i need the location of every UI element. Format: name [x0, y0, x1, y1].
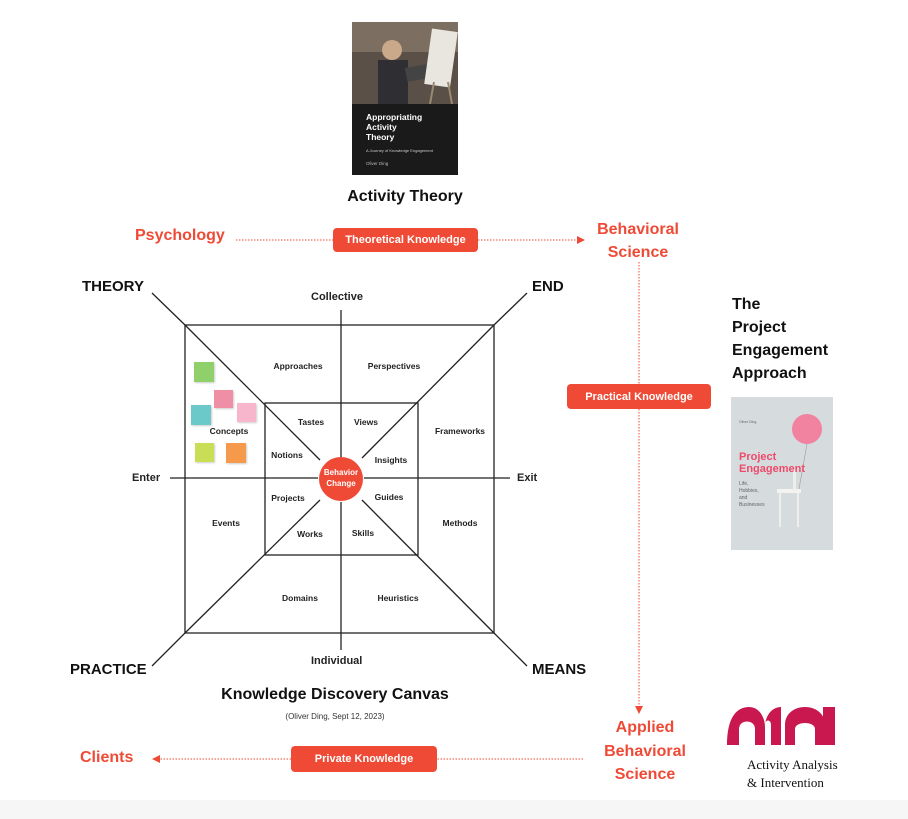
end-corner-label: END — [532, 278, 564, 295]
label-line: Behavioral — [604, 742, 686, 760]
events-cell: Events — [212, 518, 240, 528]
book-title-line: Activity — [366, 122, 397, 132]
book-title-line: Theory — [366, 132, 395, 142]
collective-axis-label: Collective — [311, 291, 363, 303]
practice-diagonal — [151, 632, 186, 667]
canvas-credit: (Oliver Ding, Sept 12, 2023) — [285, 712, 385, 721]
project-engagement-approach-title: The Project Engagement Approach — [732, 293, 828, 385]
diagonal-tl — [184, 324, 321, 461]
sticky-note — [195, 443, 214, 462]
concepts-cell: Concepts — [209, 426, 249, 436]
private-knowledge-pill: Private Knowledge — [291, 746, 437, 772]
label-line: Science — [607, 244, 669, 261]
behavioral-science-label: Behavioral Science — [583, 218, 693, 264]
sticky-note — [237, 403, 256, 422]
exit-axis-label: Exit — [517, 472, 538, 484]
label-line: Applied — [615, 719, 675, 736]
tastes-cell: Tastes — [297, 417, 325, 427]
sticky-note — [214, 390, 233, 408]
practice-corner-label: PRACTICE — [70, 661, 147, 678]
theory-corner-label: THEORY — [82, 278, 144, 295]
title-line: Engagement — [732, 342, 829, 359]
label-line: Behavioral — [597, 221, 679, 238]
behavior-change-label: Behavior Change — [318, 467, 364, 489]
psychology-label: Psychology — [135, 227, 225, 244]
approaches-cell: Approaches — [273, 361, 323, 371]
frameworks-cell: Frameworks — [434, 426, 486, 436]
heuristics-cell: Heuristics — [377, 593, 419, 603]
means-diagonal — [493, 632, 528, 667]
book-title-line: Project — [739, 451, 777, 463]
center-line: Behavior — [323, 468, 359, 477]
diagonal-bl — [184, 499, 321, 634]
works-cell: Works — [297, 529, 323, 539]
notions-cell: Notions — [271, 450, 303, 460]
insights-cell: Insights — [374, 455, 408, 465]
projects-cell: Projects — [271, 493, 305, 503]
book-subtitle: A Journey of Knowledge Engagement — [366, 148, 433, 153]
methods-cell: Methods — [442, 518, 478, 528]
aai-logo-text: Activity Analysis & Intervention — [747, 756, 838, 792]
outer-square — [184, 324, 495, 634]
skills-cell: Skills — [351, 528, 375, 538]
diagonal-br — [361, 499, 495, 634]
diagonal-tr — [361, 324, 495, 459]
book-title-line: Engagement — [739, 463, 806, 475]
sticky-note — [194, 362, 214, 382]
book-subtitle-line: Life, — [739, 481, 749, 487]
bottom-band — [0, 800, 908, 819]
practical-knowledge-pill: Practical Knowledge — [567, 384, 711, 409]
means-corner-label: MEANS — [532, 661, 587, 678]
book-title: Appropriating Activity Theory — [366, 112, 422, 142]
sticky-note — [191, 405, 211, 425]
book-subtitle: Life, Hobbies, and Businesses — [739, 481, 765, 509]
center-line: Change — [326, 479, 356, 488]
domains-cell: Domains — [282, 593, 318, 603]
theoretical-knowledge-pill: Theoretical Knowledge — [333, 228, 478, 252]
book-author: Oliver Ding — [739, 420, 757, 424]
enter-axis-label: Enter — [132, 472, 161, 484]
activity-theory-caption: Activity Theory — [347, 188, 463, 205]
label-line: Science — [614, 766, 676, 783]
individual-axis-label: Individual — [311, 655, 363, 667]
aai-logo-mark — [727, 707, 835, 745]
book-subtitle-line: Businesses — [739, 502, 765, 508]
end-diagonal — [493, 292, 528, 326]
canvas-title: Knowledge Discovery Canvas — [221, 686, 449, 703]
book-photo — [352, 22, 458, 104]
theory-diagonal — [151, 292, 186, 326]
sticky-note — [226, 443, 246, 463]
book-subtitle-line: and — [739, 495, 748, 501]
title-line: Project — [732, 319, 787, 336]
logo-line: Activity Analysis — [747, 757, 838, 772]
applied-behavioral-science-label: Applied Behavioral Science — [590, 716, 700, 787]
title-line: Approach — [732, 365, 807, 382]
perspectives-cell: Perspectives — [367, 361, 421, 371]
activity-theory-book-cover: Appropriating Activity Theory A Journey … — [352, 22, 458, 175]
book-title: Project Engagement — [739, 451, 805, 475]
title-line: The — [732, 296, 761, 313]
book-author: Oliver Ding — [366, 161, 389, 166]
project-engagement-book-cover: Oliver Ding Project Engagement Life, Hob… — [731, 397, 833, 550]
book-illustration — [777, 414, 822, 527]
views-cell: Views — [354, 417, 378, 427]
behavior-change-circle — [319, 457, 363, 501]
logo-line: & Intervention — [747, 775, 824, 790]
clients-label: Clients — [80, 749, 134, 766]
book-title-line: Appropriating — [366, 112, 423, 122]
guides-cell: Guides — [374, 492, 404, 502]
book-subtitle-line: Hobbies, — [739, 488, 759, 494]
